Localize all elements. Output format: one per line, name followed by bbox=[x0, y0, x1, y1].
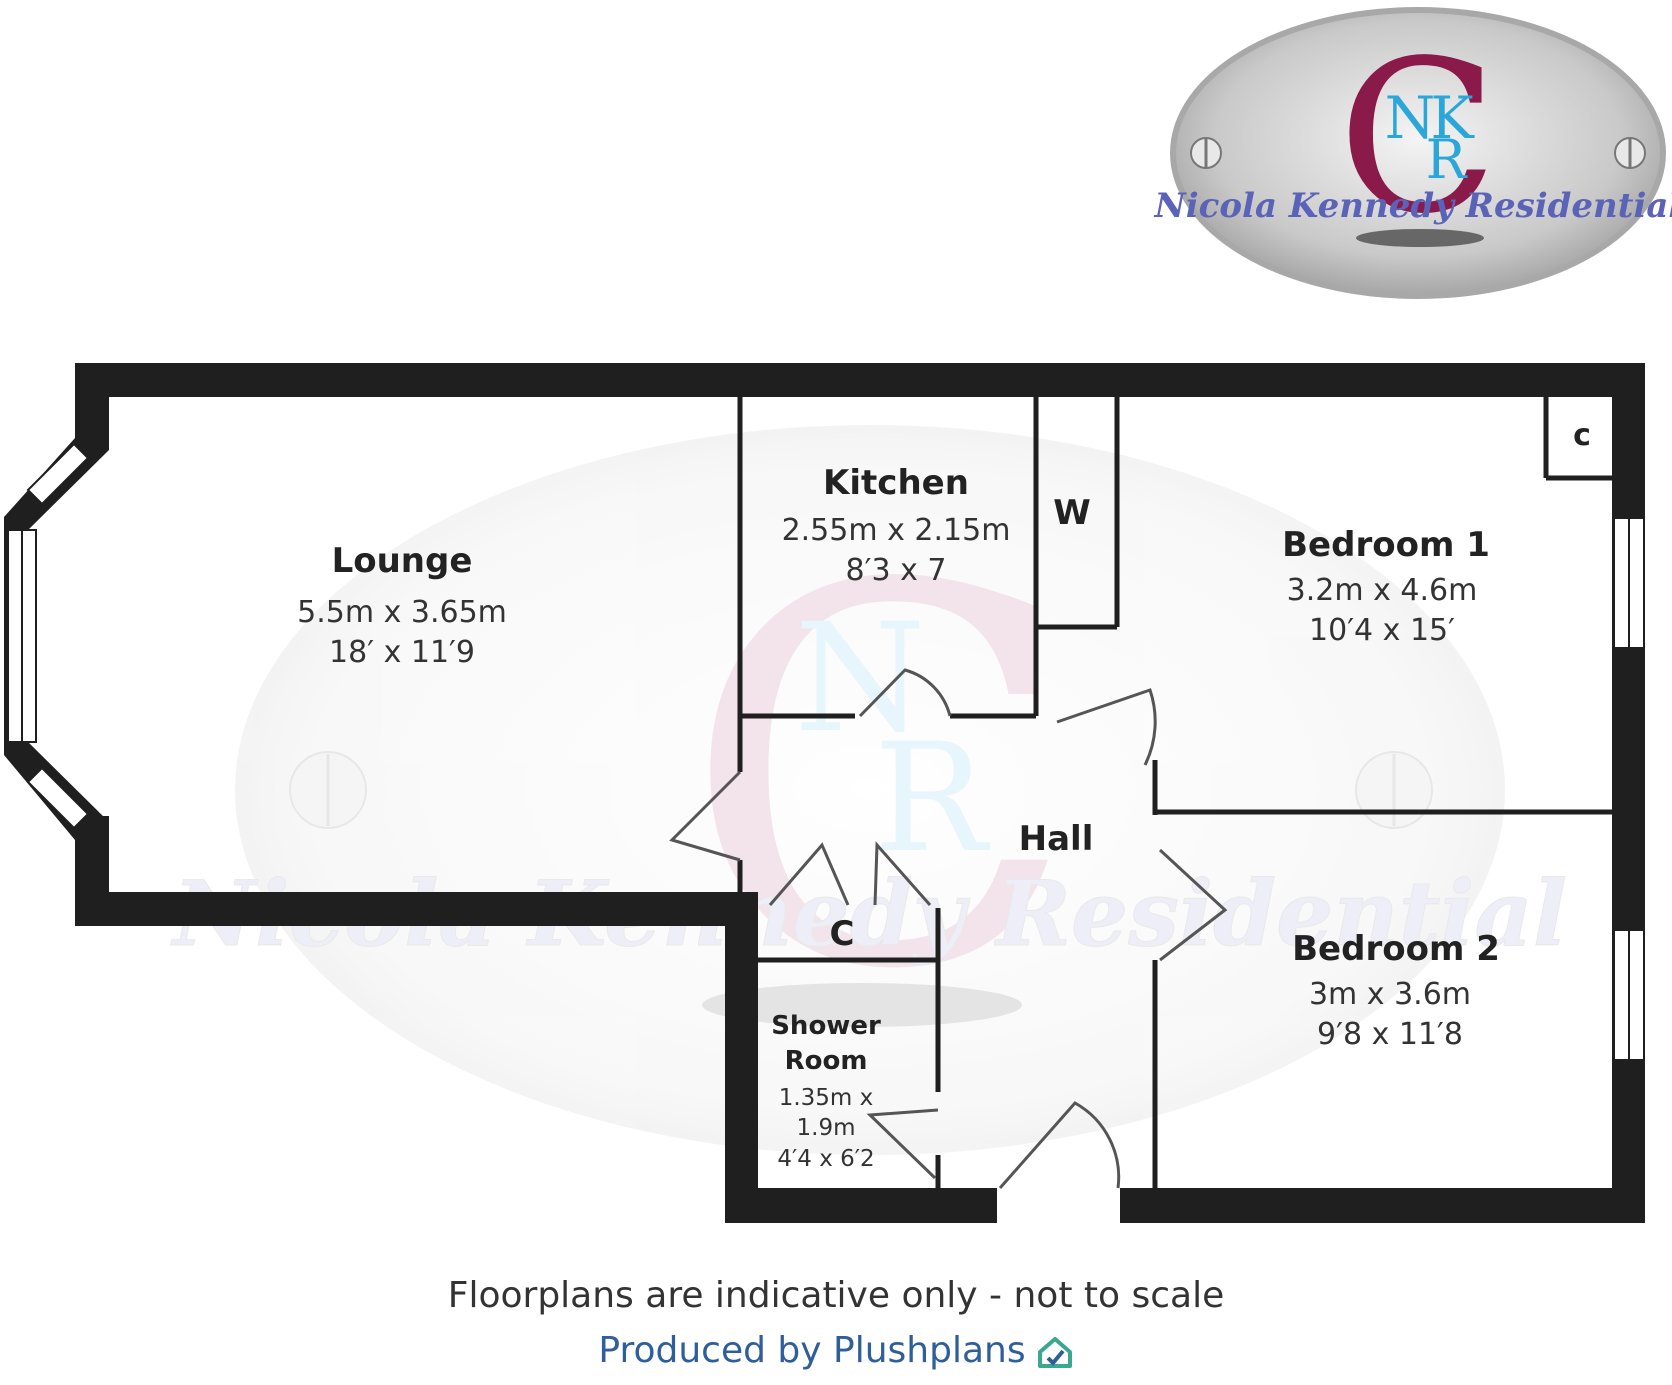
bedroom1-cupboard-label: c bbox=[1573, 418, 1591, 453]
company-logo: C N K R Nicola Kennedy Residential bbox=[1154, 7, 1672, 299]
plushplans-house-icon bbox=[1037, 1337, 1072, 1368]
shower-name-line2: Room bbox=[785, 1046, 868, 1076]
produced-by-text: Produced by Plushplans bbox=[598, 1330, 1026, 1371]
shower-metric-line2: 1.9m bbox=[797, 1115, 856, 1141]
internal-walls bbox=[737, 395, 1612, 1188]
logo-company-name: Nicola Kennedy Residential bbox=[1154, 186, 1672, 226]
kitchen-name: Kitchen bbox=[823, 463, 969, 503]
screw-left-icon bbox=[1190, 137, 1222, 169]
svg-text:N: N bbox=[794, 592, 925, 766]
room-bedroom1: Bedroom 1 3.2m x 4.6m 10′4 x 15′ bbox=[1282, 525, 1490, 648]
lounge-name: Lounge bbox=[332, 541, 473, 581]
wardrobe-label: W bbox=[1053, 493, 1091, 533]
lounge-bay-window-lower bbox=[26, 766, 90, 830]
bedroom1-imperial: 10′4 x 15′ bbox=[1309, 613, 1455, 648]
windows bbox=[7, 442, 1645, 1061]
logo-monogram-n: N bbox=[1385, 84, 1436, 152]
shower-name-line1: Shower bbox=[771, 1011, 881, 1041]
door-swings bbox=[669, 668, 1228, 1189]
room-kitchen: Kitchen 2.55m x 2.15m 8′3 x 7 bbox=[782, 463, 1011, 588]
svg-text:R: R bbox=[874, 712, 991, 886]
room-lounge: Lounge 5.5m x 3.65m 18′ x 11′9 bbox=[297, 541, 507, 670]
produced-by-credit: Produced by Plushplans bbox=[0, 1330, 1672, 1371]
lounge-bay-window-upper bbox=[26, 442, 90, 506]
bedroom2-imperial: 9′8 x 11′8 bbox=[1317, 1017, 1463, 1052]
bedroom2-name: Bedroom 2 bbox=[1292, 929, 1500, 969]
hall-label: Hall bbox=[1019, 819, 1094, 859]
cupboard-label: C bbox=[830, 914, 855, 954]
kitchen-metric: 2.55m x 2.15m bbox=[782, 513, 1011, 548]
shower-imperial: 4′4 x 6′2 bbox=[777, 1146, 874, 1172]
disclaimer-note: Floorplans are indicative only - not to … bbox=[447, 1275, 1225, 1316]
room-shower: Shower Room 1.35m x 1.9m 4′4 x 6′2 bbox=[771, 1011, 881, 1172]
lounge-metric: 5.5m x 3.65m bbox=[297, 595, 507, 630]
lounge-imperial: 18′ x 11′9 bbox=[329, 635, 475, 670]
bedroom1-metric: 3.2m x 4.6m bbox=[1287, 573, 1478, 608]
screw-right-icon bbox=[1614, 137, 1646, 169]
logo-monogram-c: C bbox=[1338, 15, 1499, 260]
bedroom1-name: Bedroom 1 bbox=[1282, 525, 1490, 565]
logo-monogram-r: R bbox=[1426, 128, 1468, 191]
shower-metric-line1: 1.35m x bbox=[779, 1085, 874, 1111]
bedroom2-metric: 3m x 3.6m bbox=[1309, 977, 1471, 1012]
logo-monogram-k: K bbox=[1430, 84, 1475, 152]
room-bedroom2: Bedroom 2 3m x 3.6m 9′8 x 11′8 bbox=[1292, 929, 1500, 1052]
kitchen-imperial: 8′3 x 7 bbox=[846, 553, 947, 588]
